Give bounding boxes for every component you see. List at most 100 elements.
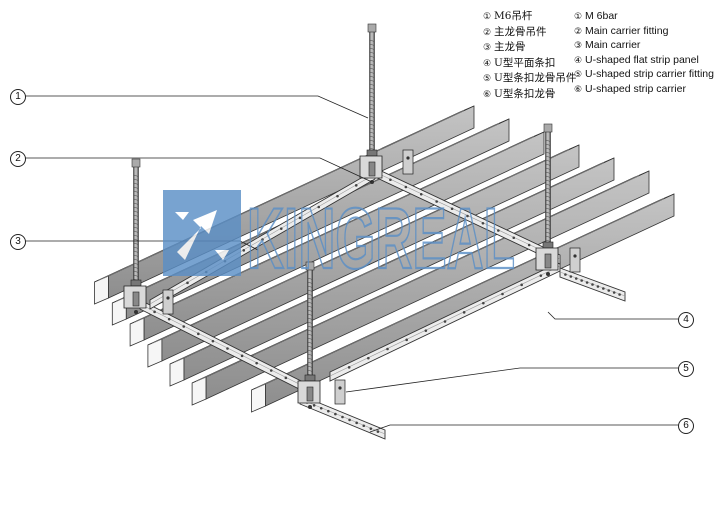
rod-thread [307,325,313,328]
rod-thread [133,174,139,177]
carrier-hole [240,354,244,358]
fitting-bolt [573,254,577,258]
rod-thread [133,206,139,209]
carrier-hole [482,301,485,305]
rod-nut [130,279,142,287]
rod-thread [133,258,139,261]
rod-thread [133,202,139,205]
rod-thread [307,289,313,292]
carrier-hole [564,273,567,276]
carrier-hole [501,292,504,296]
carrier-hole [462,311,466,314]
carrier-hole [211,339,215,343]
strip-carrier-fitting [162,289,174,315]
carrier-hole [354,184,358,187]
carrier-hole [376,430,380,433]
rod-thread [307,277,313,280]
carrier-hole [539,274,543,277]
rod-thread [133,226,139,229]
rod-thread [545,231,551,234]
rod-thread [369,147,375,150]
fitting-bolt [546,272,550,276]
rod-cap [305,261,315,271]
rod-thread [545,147,551,150]
rod-thread [369,91,375,94]
rod-thread [307,297,313,300]
rod-thread [545,183,551,186]
carrier-hole [424,329,428,332]
strip-panel [251,193,675,413]
rod-thread [307,329,313,332]
rod-thread [307,321,313,324]
carrier-hole [153,310,156,314]
leader-6 [369,424,678,433]
rod-thread [545,139,551,142]
rod-thread [307,369,313,372]
watermark-text: KINGREAL [247,191,515,276]
carrier-hole [186,281,189,285]
rod-thread [369,67,375,70]
rod-thread [545,155,551,158]
rod-thread [545,215,551,218]
carrier-hole [255,361,258,365]
rod-thread [133,274,139,277]
rod-thread [133,210,139,213]
carrier-hole [334,412,337,416]
leader-2 [25,157,373,183]
rod-thread [545,187,551,190]
fitting-slot [544,253,552,269]
rod-thread [369,123,375,126]
fitting-slot [306,386,314,402]
rod-thread [133,218,139,221]
carrier-hole [405,338,408,342]
rod-thread [133,222,139,225]
fitting-slot [132,291,140,307]
carrier-hole [369,427,373,430]
carrier-hole [269,369,273,372]
rod-thread [545,227,551,230]
rod-thread [369,51,375,54]
rod-thread [545,219,551,222]
rod-thread [133,230,139,233]
leader-1 [25,95,369,119]
rod-thread [307,349,313,352]
callout-6: 6 [678,418,694,434]
rod-thread [369,119,375,122]
rod-thread [133,238,139,241]
kingreal-watermark: KINGREAL [163,190,516,276]
carrier-hole [618,293,621,296]
carrier-hole [355,421,358,425]
rod-thread [307,353,313,356]
strip-carrier-fitting [334,379,346,405]
carrier-hole [197,332,200,336]
carrier-hole [481,221,485,225]
rod-nut [304,374,316,382]
carrier-hole [298,216,302,220]
rod-thread [369,95,375,98]
rod-thread [133,178,139,181]
carrier-hole [404,185,408,189]
u-strip-carrier-right [559,267,626,302]
rod-thread [545,207,551,210]
rod-thread [545,199,551,202]
fitting-bolt [134,310,138,314]
carrier-hole [367,356,370,360]
leader-4 [547,311,678,320]
carrier-hole [336,194,339,198]
rod-thread [133,198,139,201]
rod-thread [307,357,313,360]
strip-groove [98,110,465,281]
callout-5: 5 [678,361,694,377]
carrier-hole [443,320,447,323]
rod-thread [369,47,375,50]
rod-thread [307,309,313,312]
rod-thread [369,79,375,82]
strip-end-face [94,275,109,305]
fitting-bolt [308,405,312,409]
